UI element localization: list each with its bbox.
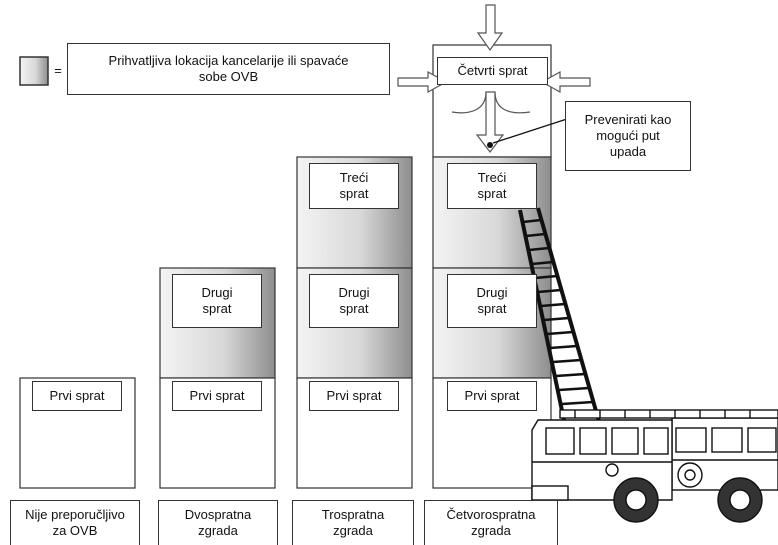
intrusion-point <box>487 142 493 148</box>
fire-truck <box>531 409 778 523</box>
building-caption: Nije preporučljivo za OVB <box>10 500 140 545</box>
legend-equals: = <box>54 63 62 78</box>
building-caption: Dvospratna zgrada <box>158 500 278 545</box>
floor-label: Drugi sprat <box>309 274 399 328</box>
legend-swatch <box>19 56 49 86</box>
floor-label: Prvi sprat <box>447 381 537 411</box>
building-caption: Trospratna zgrada <box>292 500 414 545</box>
building-caption: Četvorospratna zgrada <box>424 500 558 545</box>
ladder <box>518 207 602 426</box>
floor-label: Treći sprat <box>309 163 399 209</box>
floor-label: Prvi sprat <box>32 381 122 411</box>
floor-label: Prvi sprat <box>309 381 399 411</box>
intrusion-arrows <box>397 4 591 153</box>
floor-label: Drugi sprat <box>172 274 262 328</box>
floor-label: Treći sprat <box>447 163 537 209</box>
annotation-pointer <box>492 117 571 144</box>
floor-label: Drugi sprat <box>447 274 537 328</box>
annotation-box: Prevenirati kao mogući put upada <box>565 101 691 171</box>
legend-label: Prihvatljiva lokacija kancelarije ili sp… <box>67 43 390 95</box>
floor-label: Četvrti sprat <box>437 57 548 85</box>
floor-label: Prvi sprat <box>172 381 262 411</box>
